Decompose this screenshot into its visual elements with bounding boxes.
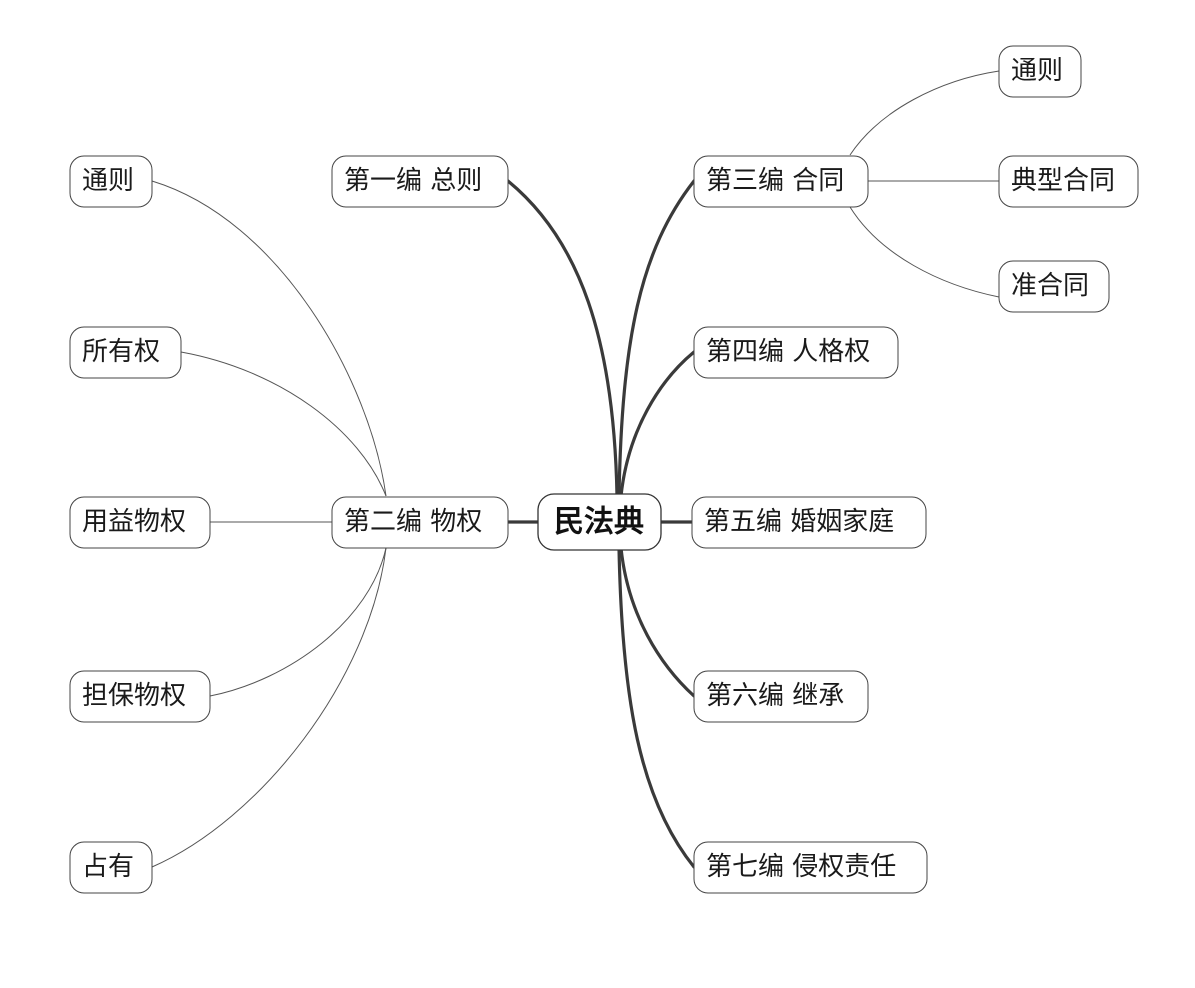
contract-node-quasi[interactable]: 准合同 <box>998 260 1110 313</box>
edge-property-ownership <box>180 351 387 497</box>
property-node-possession[interactable]: 占有 <box>69 841 153 894</box>
contract-label: 通则 <box>1011 56 1063 86</box>
property-node-ownership[interactable]: 所有权 <box>69 326 182 379</box>
book-label: 第一编 总则 <box>344 166 482 196</box>
contract-label: 典型合同 <box>1011 166 1115 196</box>
contract-node-general[interactable]: 通则 <box>998 45 1082 98</box>
book-node-3[interactable]: 第三编 合同 <box>693 155 869 208</box>
root-node[interactable]: 民法典 <box>537 493 662 551</box>
book-label: 第二编 物权 <box>344 507 482 537</box>
edge-contract-quasi <box>849 206 1000 298</box>
contract-edges <box>849 70 1000 298</box>
contract-label: 准合同 <box>1011 271 1089 301</box>
root-label: 民法典 <box>554 505 644 540</box>
edge-root-book3 <box>617 179 696 498</box>
book-node-2[interactable]: 第二编 物权 <box>331 496 509 549</box>
book-label: 第三编 合同 <box>706 166 844 196</box>
book-label: 第六编 继承 <box>706 681 844 711</box>
property-label: 担保物权 <box>82 681 186 711</box>
book-label: 第五编 婚姻家庭 <box>704 507 894 537</box>
book-label: 第四编 人格权 <box>706 337 870 367</box>
main-edges <box>506 179 696 869</box>
book-node-4[interactable]: 第四编 人格权 <box>693 326 899 379</box>
property-node-security[interactable]: 担保物权 <box>69 670 211 723</box>
property-label: 通则 <box>82 166 134 196</box>
book-node-6[interactable]: 第六编 继承 <box>693 670 869 723</box>
book-label: 第七编 侵权责任 <box>706 852 896 882</box>
contract-node-typical[interactable]: 典型合同 <box>998 155 1139 208</box>
edge-root-book4 <box>619 350 696 498</box>
property-edges <box>151 180 387 868</box>
edge-root-book7 <box>617 546 696 869</box>
property-node-general[interactable]: 通则 <box>69 155 153 208</box>
property-label: 占有 <box>82 852 134 882</box>
edge-root-book1 <box>506 179 619 498</box>
book-node-5[interactable]: 第五编 婚姻家庭 <box>691 496 927 549</box>
edge-property-possession <box>151 547 387 868</box>
book-node-7[interactable]: 第七编 侵权责任 <box>693 841 928 894</box>
edge-contract-general <box>849 70 1000 156</box>
property-label: 用益物权 <box>82 507 186 537</box>
edge-property-security <box>209 547 387 697</box>
property-node-usufruct[interactable]: 用益物权 <box>69 496 211 549</box>
edge-root-book6 <box>619 546 696 698</box>
property-label: 所有权 <box>82 337 160 367</box>
book-node-1[interactable]: 第一编 总则 <box>331 155 509 208</box>
edge-property-general <box>151 180 387 497</box>
